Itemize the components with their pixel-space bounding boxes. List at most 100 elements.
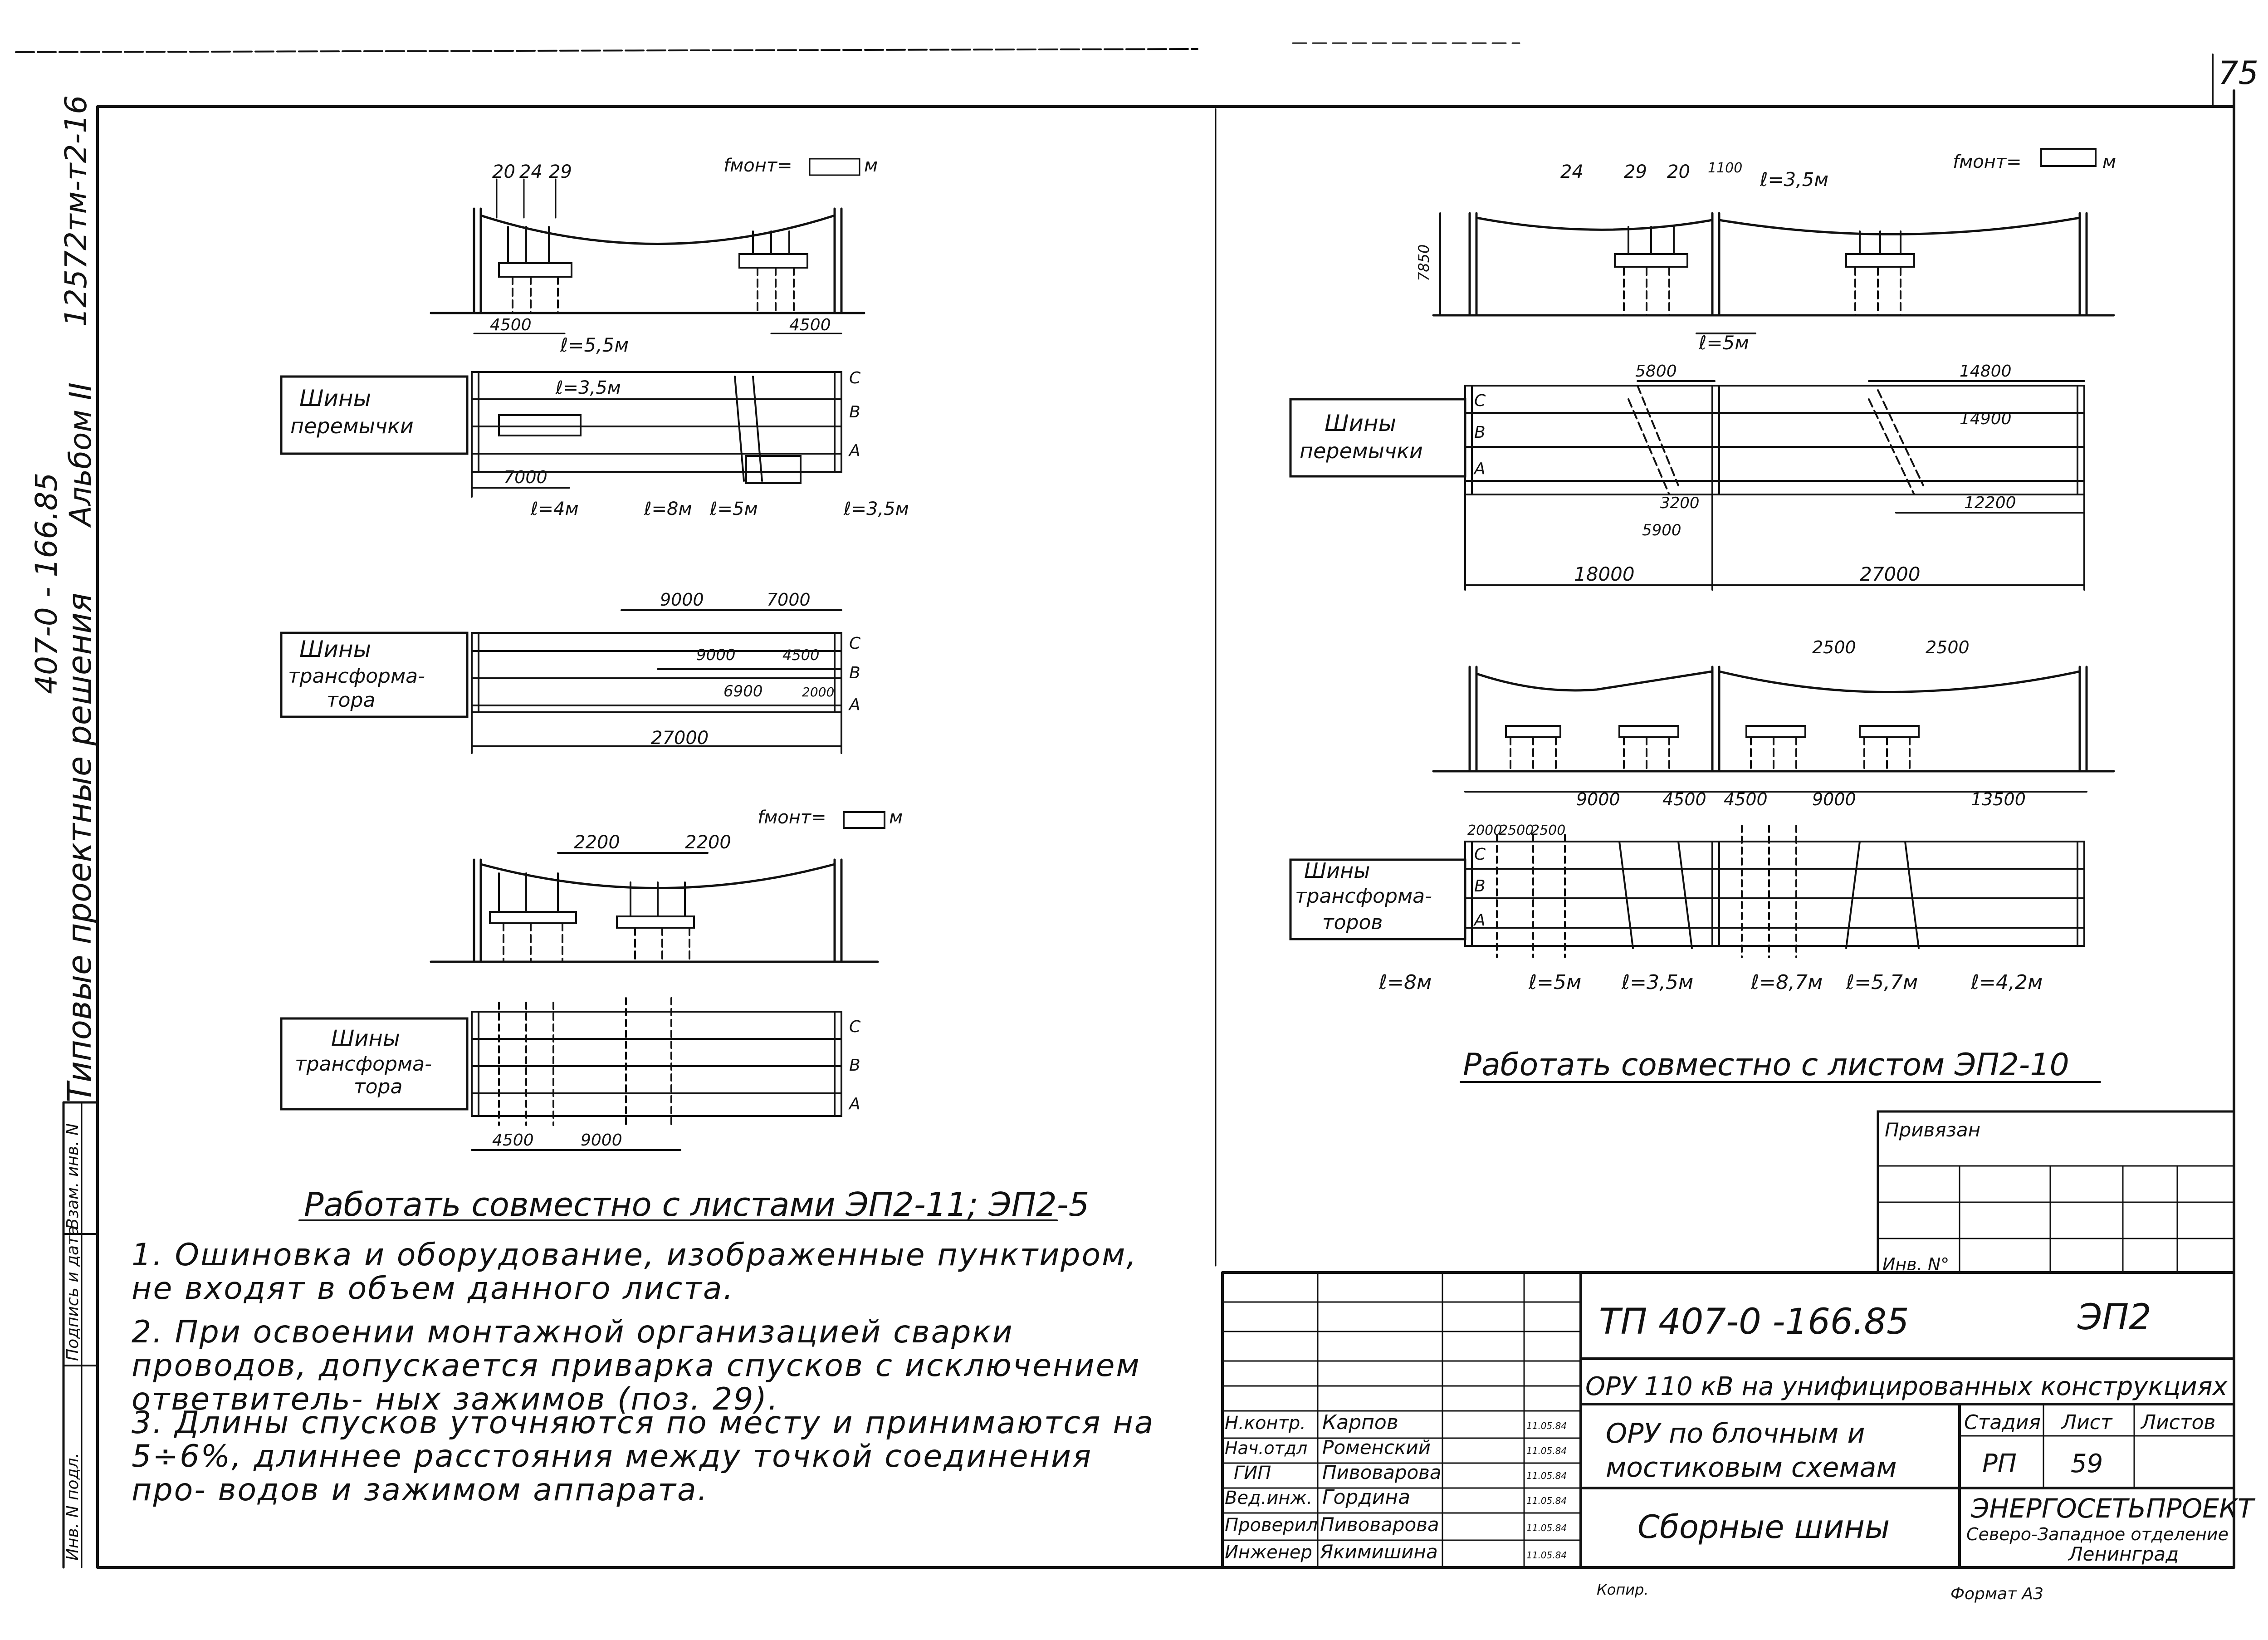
signer-name: Якимишина [1320, 1541, 1438, 1563]
label-line: Шины [1304, 858, 1370, 883]
callout-24: 24 [1560, 162, 1584, 182]
phase-label: B [1474, 877, 1486, 896]
dim-label: 4500 [1662, 789, 1706, 809]
sag-unit: м [864, 155, 878, 176]
sag-unit: м [2102, 152, 2116, 172]
dim-label: 4500 [490, 316, 532, 334]
label-line: перемычки [290, 414, 414, 438]
length-label: ℓ=3,5м [1621, 971, 1693, 994]
signer-name: Роменский [1322, 1436, 1431, 1459]
length-label: ℓ=8м [644, 499, 692, 519]
dim-label: 6900 [723, 682, 763, 700]
length-label: ℓ=5м [709, 499, 758, 519]
signer-date: 11.05.84 [1526, 1470, 1567, 1481]
length-label: ℓ=5м [1698, 332, 1749, 354]
signer-name: Карпов [1322, 1411, 1398, 1434]
length-label: ℓ=5,7м [1846, 971, 1918, 994]
work-note-left: Работать совместно с листами ЭП2-11; ЭП2… [304, 1185, 1089, 1224]
callout-24: 24 [519, 162, 543, 182]
phase-label: C [849, 1018, 861, 1036]
sheet-number: 59 [2071, 1449, 2103, 1478]
signer-name: Пивоварова [1322, 1461, 1442, 1483]
dim-label: 9000 [660, 590, 704, 610]
length-label: ℓ=3,5м [843, 499, 909, 519]
label-line: трансформа- [288, 665, 425, 688]
dim-label: 2500 [1926, 637, 1970, 657]
sag-label: fмонт= [758, 807, 826, 828]
signer-date: 11.05.84 [1526, 1445, 1567, 1456]
side-title-album-no: Альбом II [63, 382, 98, 528]
dim-label: 18000 [1574, 563, 1635, 585]
dim-label: 13500 [1971, 789, 2026, 809]
org-name: ЭНЕРГОСЕТЬПРОЕКТ [1970, 1493, 2256, 1524]
length-label: ℓ=4м [530, 499, 579, 519]
phase-label: A [848, 1095, 860, 1113]
sheet-code: ЭП2 [2077, 1297, 2151, 1338]
phase-label: B [849, 403, 860, 421]
phase-label: C [849, 369, 861, 387]
signer-date: 11.05.84 [1526, 1495, 1567, 1506]
signer-role: Н.контр. [1225, 1413, 1306, 1434]
signer-role: Нач.отдл [1225, 1438, 1307, 1458]
label-line: трансформа- [295, 1053, 432, 1076]
stamp-label: Инв. N подл. [64, 1453, 82, 1561]
label-line: тора [327, 689, 375, 712]
col-sheets: Листов [2140, 1411, 2215, 1434]
stamp-label: Подпись и дата [64, 1226, 82, 1361]
dim-label: 2000 [1467, 822, 1502, 838]
col-stage: Стадия [1964, 1411, 2041, 1434]
dim-label: 9000 [581, 1131, 622, 1150]
length-label: ℓ=3,5м [555, 377, 621, 398]
phase-label: B [849, 1056, 860, 1075]
dim-label: 7000 [503, 467, 547, 487]
sag-label: fмонт= [1953, 152, 2022, 172]
dim-label: 2500 [1812, 637, 1856, 657]
sag-unit: м [889, 807, 903, 828]
signer-date: 11.05.84 [1526, 1420, 1567, 1431]
callout-20: 20 [1667, 162, 1690, 182]
phase-label: C [1474, 845, 1486, 864]
phase-label: B [1474, 423, 1486, 442]
signer-role: Проверил [1225, 1515, 1318, 1536]
dim-label: 2500 [1531, 822, 1565, 838]
note-2: 2. При освоении монтажной организацией с… [132, 1314, 1141, 1417]
signer-date: 11.05.84 [1526, 1523, 1567, 1533]
label-line: Шины [1325, 410, 1396, 436]
dim-label: 2200 [685, 832, 731, 853]
dim-label: 4500 [789, 316, 831, 334]
callout-20: 20 [492, 162, 515, 182]
length-label: ℓ=5м [1528, 971, 1581, 994]
dim-label: 14900 [1960, 410, 2012, 428]
note-3: 3. Длины спусков уточняются по месту и п… [132, 1405, 1155, 1508]
label-line: торов [1322, 911, 1383, 934]
signer-role: Вед.инж. [1225, 1488, 1312, 1508]
col-sheet: Лист [2061, 1411, 2113, 1434]
phase-label: C [1474, 392, 1486, 410]
label-line: Шины [299, 636, 371, 662]
dim-label: 4500 [782, 646, 819, 664]
signer-date: 11.05.84 [1526, 1550, 1567, 1561]
dim-label: 9000 [696, 646, 736, 664]
length-label: ℓ=8,7м [1750, 971, 1823, 994]
dim-label: 4500 [492, 1131, 534, 1150]
format-label: Формат А3 [1950, 1585, 2043, 1603]
label-line: перемычки [1300, 439, 1423, 463]
side-title-project: 407-0 - 166.85 [29, 473, 64, 695]
phase-label: C [849, 634, 861, 653]
signer-name: Гордина [1322, 1486, 1410, 1509]
length-label: ℓ=3,5м [1760, 168, 1828, 191]
height-label: 7850 [1415, 245, 1432, 281]
signer-role: Инженер [1225, 1542, 1312, 1563]
work-note-right: Работать совместно с листом ЭП2-10 [1463, 1047, 2069, 1083]
copied-label: Копир. [1597, 1581, 1649, 1598]
page-number: 75 [2218, 54, 2258, 92]
callout-1100: 1100 [1708, 160, 1742, 176]
note-1: 1. Ошиновка и оборудование, изображенные… [132, 1237, 1138, 1307]
label-line: Шины [299, 385, 371, 411]
dim-label: 14800 [1960, 362, 2012, 381]
length-label: ℓ=5,5м [560, 334, 629, 356]
dim-label: 3200 [1660, 494, 1700, 512]
phase-label: A [1473, 911, 1486, 930]
label-line: тора [354, 1075, 402, 1098]
